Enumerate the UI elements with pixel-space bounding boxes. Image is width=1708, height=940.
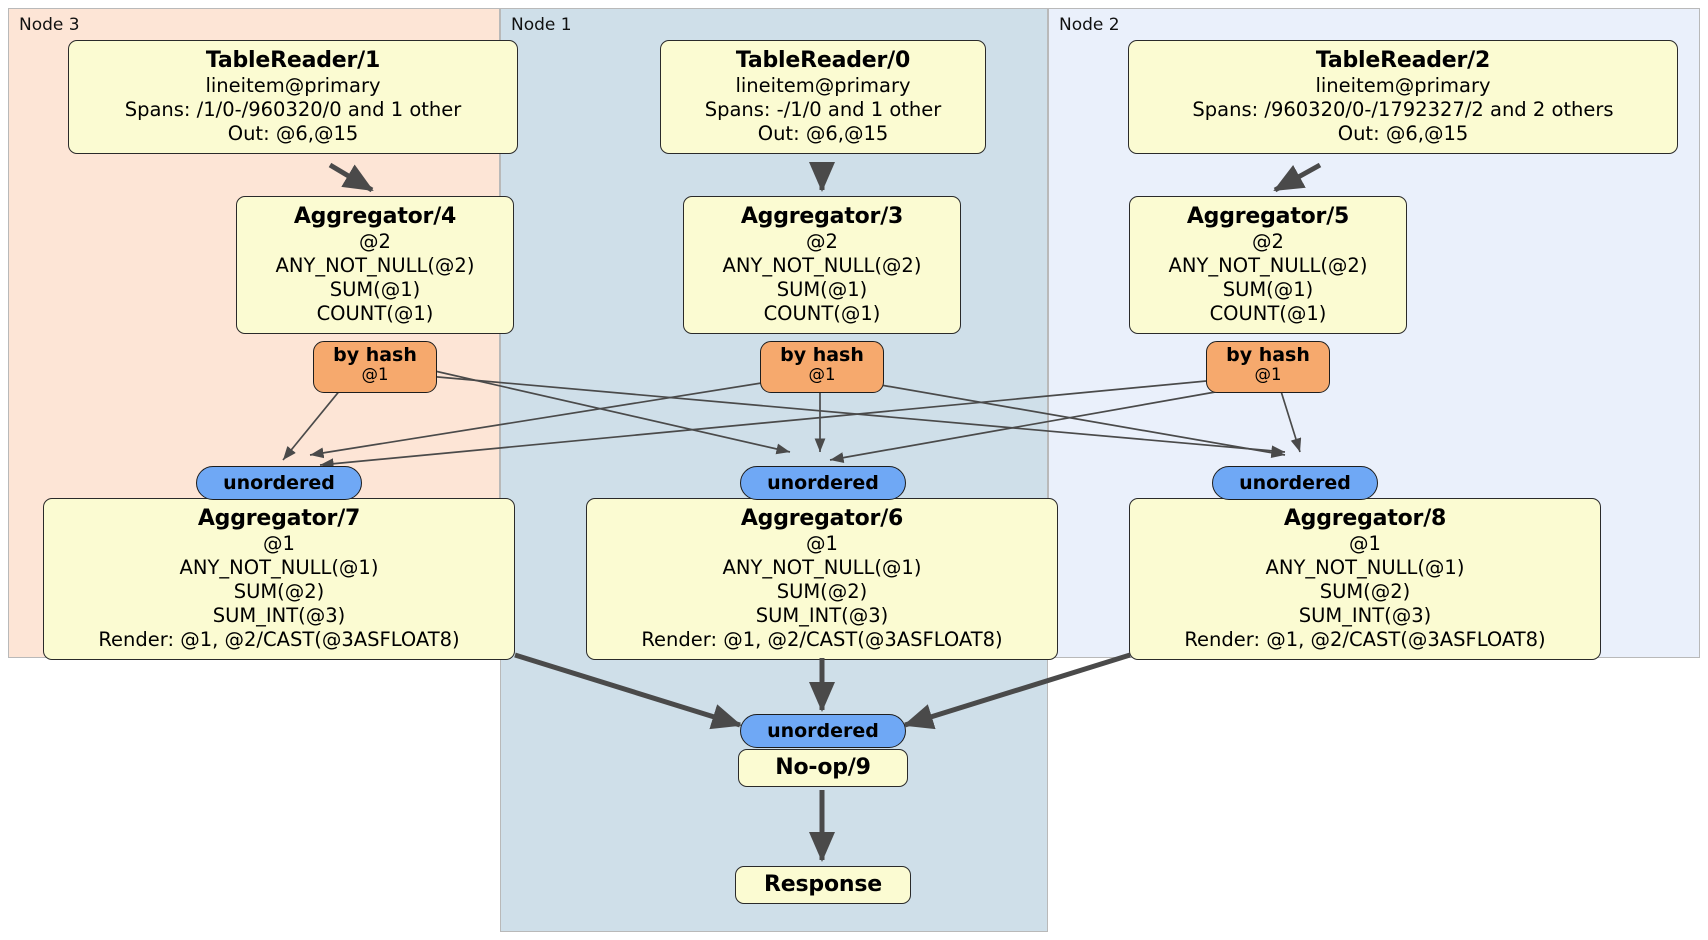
processor-detail-line: SUM(@2)	[776, 580, 868, 604]
processor-detail-line: lineitem@primary	[205, 74, 381, 98]
synchronizer-aggregator-8[interactable]: unordered	[1212, 466, 1378, 500]
processor-title: Aggregator/5	[1186, 204, 1350, 229]
synchronizer-label: unordered	[1239, 472, 1351, 494]
processor-detail-line: SUM_INT(@3)	[1298, 604, 1432, 627]
processor-detail-line: SUM(@2)	[1319, 580, 1411, 604]
processor-detail-line: Out: @6,@15	[1337, 122, 1469, 146]
processor-title: Aggregator/7	[197, 506, 361, 531]
processor-title: TableReader/0	[735, 48, 911, 73]
node-panel-label-node2: Node 2	[1059, 15, 1120, 35]
synchronizer-aggregator-7[interactable]: unordered	[196, 466, 362, 500]
processor-detail-line: @2	[1252, 230, 1284, 254]
processor-aggregator-3[interactable]: Aggregator/3 @2 ANY_NOT_NULL(@2) SUM(@1)…	[683, 196, 961, 334]
processor-detail-line: SUM(@2)	[233, 580, 325, 604]
processor-detail-line: Out: @6,@15	[757, 122, 889, 146]
node-panel-label-node3: Node 3	[19, 15, 80, 35]
processor-detail-line: COUNT(@1)	[763, 302, 881, 325]
hash-router-key: @1	[808, 365, 836, 385]
processor-title: Aggregator/3	[740, 204, 904, 229]
processor-table-reader-0[interactable]: TableReader/0 lineitem@primary Spans: -/…	[660, 40, 986, 154]
processor-title: Aggregator/8	[1283, 506, 1447, 531]
processor-detail-line: @1	[806, 532, 838, 556]
processor-detail-line: SUM(@1)	[776, 278, 868, 302]
processor-aggregator-8[interactable]: Aggregator/8 @1 ANY_NOT_NULL(@1) SUM(@2)…	[1129, 498, 1601, 660]
synchronizer-final[interactable]: unordered	[740, 714, 906, 748]
processor-response[interactable]: Response	[735, 866, 911, 905]
processor-detail-line: COUNT(@1)	[316, 302, 434, 325]
processor-aggregator-7[interactable]: Aggregator/7 @1 ANY_NOT_NULL(@1) SUM(@2)…	[43, 498, 515, 660]
processor-detail-line: Render: @1, @2/CAST(@3ASFLOAT8)	[1184, 627, 1546, 651]
processor-detail-line: ANY_NOT_NULL(@1)	[1265, 556, 1465, 580]
processor-table-reader-1[interactable]: TableReader/1 lineitem@primary Spans: /1…	[68, 40, 518, 154]
processor-detail-line: lineitem@primary	[735, 74, 911, 98]
processor-detail-line: @1	[263, 532, 295, 556]
hash-router-aggregator-4[interactable]: by hash @1	[313, 341, 437, 393]
node-panel-label-node1: Node 1	[511, 15, 572, 35]
processor-title: Response	[764, 872, 882, 897]
processor-detail-line: @2	[806, 230, 838, 254]
hash-router-label: by hash	[1226, 344, 1310, 366]
processor-detail-line: @2	[359, 230, 391, 254]
hash-router-label: by hash	[333, 344, 417, 366]
processor-detail-line: Out: @6,@15	[227, 122, 359, 146]
processor-aggregator-5[interactable]: Aggregator/5 @2 ANY_NOT_NULL(@2) SUM(@1)…	[1129, 196, 1407, 334]
synchronizer-label: unordered	[767, 472, 879, 494]
processor-detail-line: Spans: /960320/0-/1792327/2 and 2 others	[1192, 98, 1614, 122]
processor-detail-line: Render: @1, @2/CAST(@3ASFLOAT8)	[641, 627, 1003, 651]
synchronizer-aggregator-6[interactable]: unordered	[740, 466, 906, 500]
processor-detail-line: SUM(@1)	[1222, 278, 1314, 302]
processor-detail-line: ANY_NOT_NULL(@2)	[275, 254, 475, 278]
processor-detail-line: @1	[1349, 532, 1381, 556]
synchronizer-label: unordered	[223, 472, 335, 494]
hash-router-label: by hash	[780, 344, 864, 366]
processor-noop-9[interactable]: No-op/9	[738, 749, 908, 788]
processor-table-reader-2[interactable]: TableReader/2 lineitem@primary Spans: /9…	[1128, 40, 1678, 154]
processor-title: Aggregator/6	[740, 506, 904, 531]
processor-detail-line: Spans: /1/0-/960320/0 and 1 other	[124, 98, 462, 122]
hash-router-aggregator-5[interactable]: by hash @1	[1206, 341, 1330, 393]
processor-detail-line: COUNT(@1)	[1209, 302, 1327, 325]
processor-title: Aggregator/4	[293, 204, 457, 229]
processor-detail-line: SUM(@1)	[329, 278, 421, 302]
processor-detail-line: ANY_NOT_NULL(@2)	[1168, 254, 1368, 278]
processor-detail-line: lineitem@primary	[1315, 74, 1491, 98]
processor-detail-line: ANY_NOT_NULL(@1)	[722, 556, 922, 580]
synchronizer-label: unordered	[767, 720, 879, 742]
processor-title: TableReader/1	[205, 48, 381, 73]
processor-detail-line: ANY_NOT_NULL(@1)	[179, 556, 379, 580]
processor-detail-line: ANY_NOT_NULL(@2)	[722, 254, 922, 278]
processor-aggregator-4[interactable]: Aggregator/4 @2 ANY_NOT_NULL(@2) SUM(@1)…	[236, 196, 514, 334]
processor-detail-line: Render: @1, @2/CAST(@3ASFLOAT8)	[98, 627, 460, 651]
hash-router-key: @1	[1254, 365, 1282, 385]
processor-title: TableReader/2	[1315, 48, 1491, 73]
hash-router-aggregator-3[interactable]: by hash @1	[760, 341, 884, 393]
processor-detail-line: Spans: -/1/0 and 1 other	[704, 98, 942, 122]
processor-title: No-op/9	[775, 755, 871, 780]
hash-router-key: @1	[361, 365, 389, 385]
processor-aggregator-6[interactable]: Aggregator/6 @1 ANY_NOT_NULL(@1) SUM(@2)…	[586, 498, 1058, 660]
processor-detail-line: SUM_INT(@3)	[755, 604, 889, 627]
processor-detail-line: SUM_INT(@3)	[212, 604, 346, 627]
